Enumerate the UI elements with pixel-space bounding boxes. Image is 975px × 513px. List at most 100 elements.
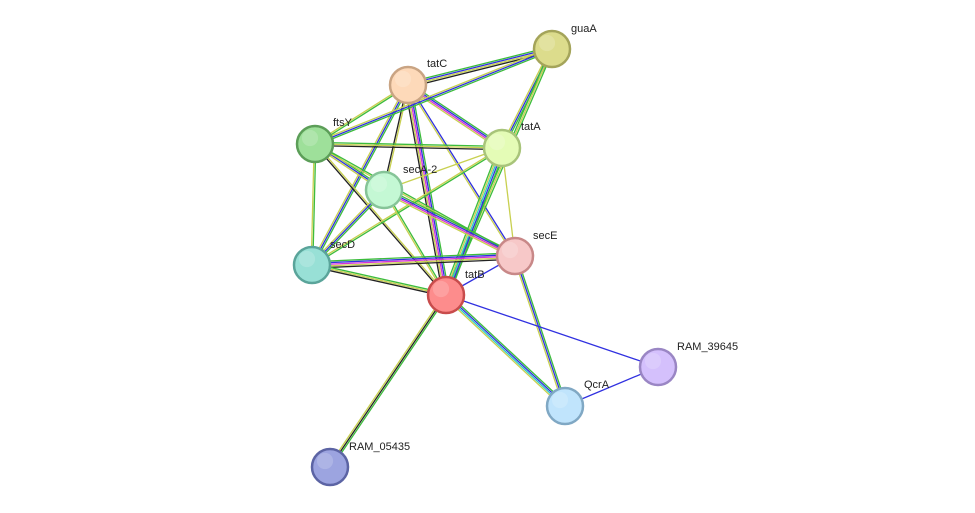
node-circle[interactable] — [545, 386, 585, 426]
node-guaA[interactable]: guaA — [532, 23, 597, 69]
node-label: secE — [533, 230, 557, 242]
node-circle[interactable] — [388, 65, 428, 105]
edge-line-cooccurrence — [314, 48, 553, 145]
edge-line-string_green — [315, 49, 553, 147]
node-label: ftsY — [333, 117, 353, 129]
edge-line-string_green — [312, 148, 503, 267]
network-nodes: tatC guaA ftsY tatA secA-2 secE secD tatB RAM_39… — [292, 23, 738, 487]
edge-ftsY-secD[interactable] — [310, 143, 317, 266]
edge-line-textmining — [328, 293, 446, 467]
node-tatC[interactable]: tatC — [388, 58, 447, 105]
node-label: guaA — [571, 23, 597, 35]
node-highlight — [501, 241, 519, 259]
edge-secE-QcrA[interactable] — [512, 255, 568, 407]
edge-line-textmining — [443, 296, 564, 409]
node-highlight — [644, 352, 662, 370]
node-highlight — [488, 133, 506, 151]
edge-line-textmining — [383, 147, 503, 191]
node-QcrA[interactable]: QcrA — [545, 379, 610, 426]
edge-tatA-secD[interactable] — [311, 146, 503, 267]
edge-line-string_green — [312, 144, 317, 266]
network-edges — [310, 46, 659, 469]
node-circle[interactable] — [310, 447, 350, 487]
edge-line-cooccurrence — [408, 84, 517, 256]
node-highlight — [394, 70, 412, 88]
edge-line-cooccurrence — [446, 148, 505, 296]
edge-tatB-QcrA[interactable] — [443, 292, 568, 409]
edge-line-coexpression — [313, 144, 446, 296]
node-RAM_39645[interactable]: RAM_39645 — [638, 341, 738, 387]
node-label: secA-2 — [403, 164, 437, 176]
edge-line-experimental — [311, 255, 516, 266]
edge-tatA-tatB[interactable] — [442, 146, 506, 297]
node-highlight — [298, 250, 316, 268]
edge-line-textmining — [311, 264, 447, 296]
edge-secD-tatB[interactable] — [311, 262, 447, 298]
edge-line-string_green — [312, 85, 410, 267]
edge-tatA-secA-2[interactable] — [383, 147, 503, 191]
edge-line-string_green — [311, 252, 515, 263]
edge-secA-2-tatB[interactable] — [382, 189, 448, 296]
edge-line-textmining — [405, 85, 446, 296]
edge-line-textmining — [382, 191, 515, 259]
edge-ftsY-tatB[interactable] — [313, 143, 448, 296]
edge-line-textmining — [314, 46, 552, 144]
node-secE[interactable]: secE — [495, 230, 557, 276]
edge-line-experimental — [383, 190, 515, 258]
edge-line-textmining — [382, 190, 446, 296]
edge-line-string_green — [384, 187, 517, 255]
node-circle[interactable] — [292, 245, 332, 285]
edge-line-textmining — [512, 256, 565, 407]
edge-line-string_green — [448, 148, 506, 297]
edge-line-cooccurrence — [446, 293, 566, 406]
node-ftsY[interactable]: ftsY — [295, 117, 353, 164]
edge-line-string_green — [447, 292, 568, 405]
node-label: secD — [330, 239, 355, 251]
node-secD[interactable]: secD — [292, 239, 355, 285]
edge-line-string_green — [515, 255, 568, 406]
edge-line-curated_database — [445, 295, 565, 408]
edge-line-textmining — [312, 256, 516, 268]
node-circle[interactable] — [364, 170, 404, 210]
edge-line-curated_database — [445, 147, 503, 296]
node-highlight — [551, 391, 569, 409]
edge-line-textmining — [311, 146, 502, 265]
edge-line-textmining — [443, 147, 502, 295]
edge-line-cooccurrence — [514, 255, 566, 407]
edge-line-coexpression — [329, 294, 447, 468]
node-circle[interactable] — [482, 128, 522, 168]
edge-line-textmining — [406, 85, 515, 257]
node-secA-2[interactable]: secA-2 — [364, 164, 437, 210]
node-label: RAM_39645 — [677, 341, 738, 353]
node-tatA[interactable]: tatA — [482, 121, 541, 168]
node-highlight — [370, 175, 388, 193]
edge-tatB-RAM_39645[interactable] — [445, 294, 659, 368]
node-circle[interactable] — [495, 236, 535, 276]
node-label: tatC — [427, 58, 447, 70]
edge-line-textmining — [315, 143, 448, 295]
node-RAM_05435[interactable]: RAM_05435 — [310, 441, 410, 487]
node-circle[interactable] — [295, 124, 335, 164]
node-label: tatA — [521, 121, 541, 133]
edge-secA-2-secE[interactable] — [382, 187, 517, 259]
edge-line-coexpression — [312, 258, 516, 269]
node-highlight — [316, 452, 334, 470]
edge-line-string_green — [330, 295, 448, 469]
node-circle[interactable] — [426, 275, 466, 315]
edge-line-cooccurrence — [311, 253, 515, 265]
edge-line-experimental — [407, 84, 447, 296]
node-label: QcrA — [584, 379, 610, 391]
edge-line-string_green — [312, 262, 447, 295]
node-circle[interactable] — [638, 347, 678, 387]
node-label: tatB — [465, 269, 485, 281]
edge-tatB-RAM_05435[interactable] — [328, 293, 448, 469]
edge-tatC-secE[interactable] — [406, 84, 517, 257]
node-highlight — [432, 280, 450, 298]
edge-secD-secE[interactable] — [311, 252, 516, 269]
node-circle[interactable] — [532, 29, 572, 69]
edge-line-string_green — [442, 146, 500, 295]
edge-guaA-ftsY[interactable] — [314, 46, 553, 147]
node-tatB[interactable]: tatB — [426, 269, 485, 315]
edge-ftsY-tatA[interactable] — [314, 141, 503, 151]
